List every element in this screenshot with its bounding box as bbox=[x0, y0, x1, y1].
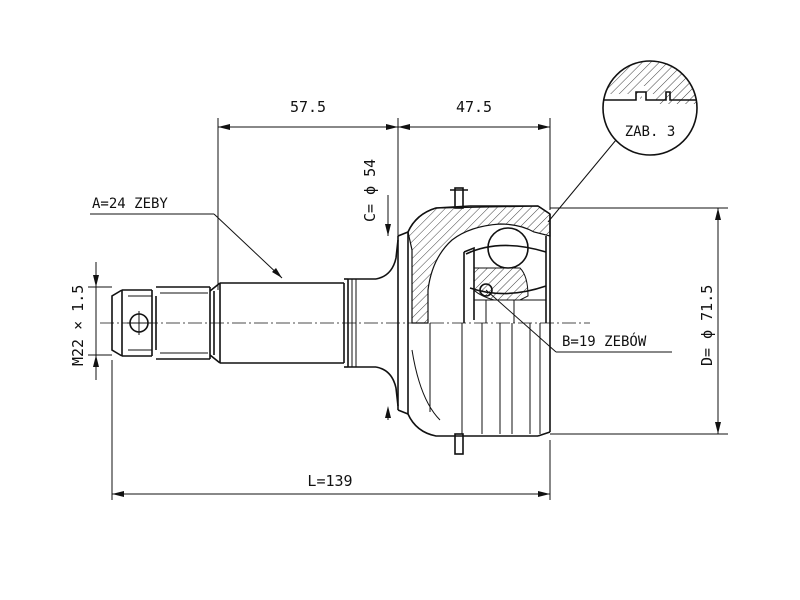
splined-shaft bbox=[156, 282, 221, 364]
dimension-housing-length: 47.5 bbox=[398, 98, 551, 210]
thread-label: M22 × 1.5 bbox=[69, 285, 87, 366]
shaft-diameter-label: C= ϕ 54 bbox=[361, 159, 379, 222]
inner-teeth-label: B=19 ZEBÓW bbox=[562, 332, 647, 350]
dimension-shaft-diameter: C= ϕ 54 bbox=[361, 159, 391, 420]
detail-callout: ZAB. 3 bbox=[547, 60, 698, 223]
sectioned-housing bbox=[407, 205, 551, 324]
housing-length-label: 47.5 bbox=[456, 98, 492, 116]
dimension-shaft-length: 57.5 bbox=[217, 98, 399, 290]
shaft-body bbox=[219, 239, 399, 407]
callout-label: ZAB. 3 bbox=[625, 124, 676, 140]
outer-teeth-label: A=24 ZEBY bbox=[92, 196, 168, 212]
housing-diameter-label: D= ϕ 71.5 bbox=[698, 285, 716, 366]
ball-bearing bbox=[487, 227, 529, 269]
dimension-housing-diameter: D= ϕ 71.5 bbox=[550, 207, 728, 435]
total-length-label: L=139 bbox=[307, 472, 352, 490]
leader-outer-teeth: A=24 ZEBY bbox=[90, 196, 283, 279]
outer-housing bbox=[411, 205, 551, 437]
dimension-thread: M22 × 1.5 bbox=[69, 262, 112, 380]
threaded-end bbox=[111, 289, 157, 357]
dimension-total-length: L=139 bbox=[111, 360, 551, 500]
shaft-length-label: 57.5 bbox=[290, 98, 326, 116]
